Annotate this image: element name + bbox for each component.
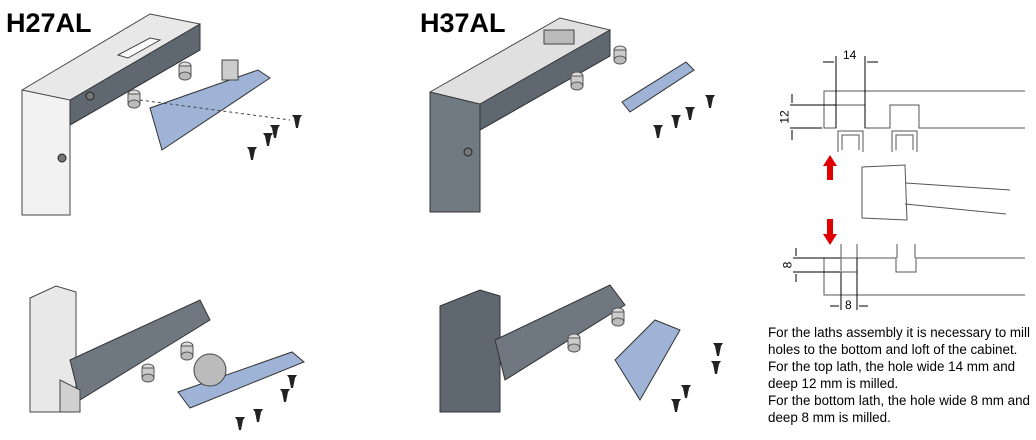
dim-top-depth: 12 bbox=[777, 110, 792, 124]
dim-bottom-depth: 8 bbox=[780, 261, 795, 269]
note-line: For the laths assembly it is necessary t… bbox=[768, 325, 1030, 340]
title-h27al: H27AL bbox=[6, 8, 92, 38]
note-line: deep 8 mm is milled. bbox=[768, 410, 891, 425]
dim-bottom-width: 8 bbox=[845, 298, 852, 312]
arrow-up-icon bbox=[823, 155, 837, 180]
note-line: For the bottom lath, the hole wide 8 mm … bbox=[768, 393, 1031, 408]
milling-diagram bbox=[790, 56, 1025, 310]
arrow-down-icon bbox=[823, 219, 837, 245]
milling-instructions: For the laths assembly it is necessary t… bbox=[768, 324, 1036, 426]
title-h37al: H37AL bbox=[420, 8, 506, 38]
h27al-bottom-bracket bbox=[29, 285, 305, 430]
note-line: holes to the bottom and loft of the cabi… bbox=[768, 342, 1018, 357]
note-line: For the top lath, the hole wide 14 mm an… bbox=[768, 359, 1016, 374]
h37al-bottom-bracket bbox=[439, 284, 723, 413]
h37al-top-bracket bbox=[429, 17, 715, 213]
h27al-top-bracket bbox=[21, 13, 302, 216]
note-line: deep 12 mm is milled. bbox=[768, 376, 899, 391]
dim-top-width: 14 bbox=[843, 48, 857, 62]
